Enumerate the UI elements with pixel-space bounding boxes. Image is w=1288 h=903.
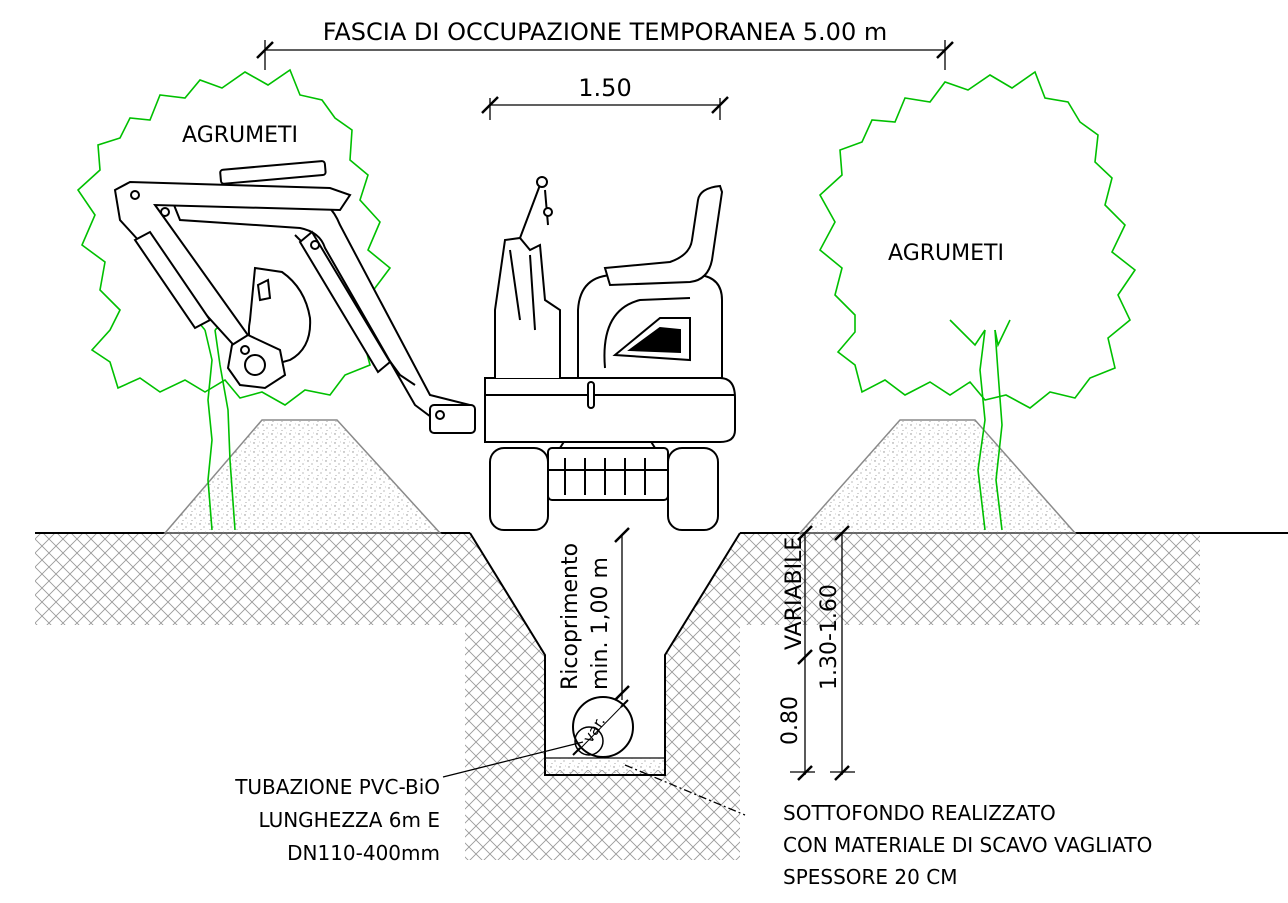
- ground-hatch: [35, 533, 1200, 860]
- pipe-leader: [442, 741, 584, 778]
- pipe-note-line3: DN110-400mm: [287, 841, 440, 865]
- machine-width-label: 1.50: [578, 74, 631, 102]
- soil-pile-left: [163, 419, 442, 534]
- bedding-note-line2: CON MATERIALE DI SCAVO VAGLIATO: [783, 833, 1152, 857]
- pipe-note-line1: TUBAZIONE PVC-BiO: [234, 775, 440, 799]
- ground-section: [35, 532, 1288, 860]
- tree-right: [818, 70, 1137, 531]
- excavator-controls: [494, 236, 561, 378]
- cover-min-label: min. 1,00 m: [588, 557, 613, 690]
- dimension-lines: [256, 40, 954, 816]
- tree-right-label: AGRUMETI: [888, 241, 1004, 266]
- pipe: [572, 696, 634, 758]
- trench-width-label: 0.80: [778, 696, 803, 745]
- bedding-note: SOTTOFONDO REALIZZATO CON MATERIALE DI S…: [783, 801, 1152, 889]
- pipe-note: TUBAZIONE PVC-BiO LUNGHEZZA 6m E DN110-4…: [234, 775, 440, 865]
- soil-pile-right: [798, 419, 1077, 534]
- bedding-layer: [544, 757, 666, 776]
- depth-range-label: 1.30-1.60: [817, 584, 842, 690]
- variable-label: VARIABILE: [782, 537, 807, 650]
- excavator-seat: [603, 184, 724, 287]
- pipe-outer: [572, 696, 634, 758]
- pipe-var-label: var.: [579, 713, 609, 746]
- excavator-body: [484, 377, 736, 443]
- total-width-label: FASCIA DI OCCUPAZIONE TEMPORANEA 5.00 m: [323, 18, 887, 46]
- pipe-note-line2: LUNGHEZZA 6m E: [258, 808, 440, 832]
- tree-left-label: AGRUMETI: [182, 123, 298, 148]
- excavator-wheel-left: [489, 447, 549, 531]
- bedding-note-line1: SOTTOFONDO REALIZZATO: [783, 801, 1056, 825]
- pipe-small: [574, 726, 604, 756]
- cover-label: Ricoprimento: [558, 543, 583, 690]
- bedding-note-line3: SPESSORE 20 CM: [783, 865, 957, 889]
- mini-excavator: [113, 160, 736, 531]
- excavator-wheel-right: [667, 447, 719, 531]
- bedding-leader: [624, 764, 746, 816]
- excavator-undercarriage: [547, 447, 669, 501]
